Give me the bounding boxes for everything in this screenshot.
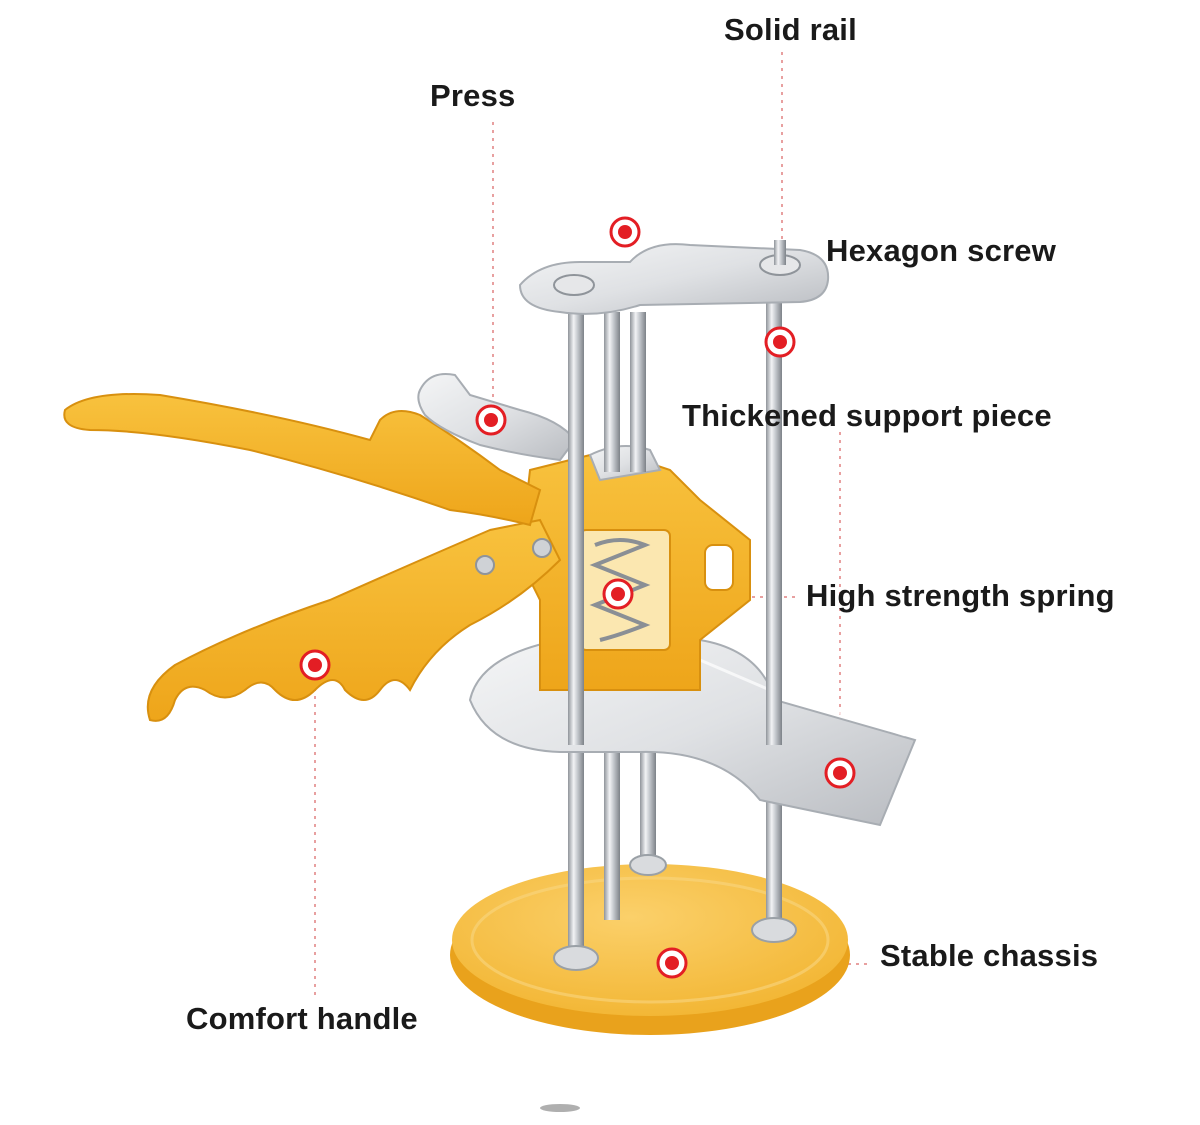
spring [589, 538, 651, 642]
label-thickened-support-piece: Thickened support piece [682, 398, 1052, 433]
upper-handle [63, 393, 542, 527]
marker-comfort-handle [299, 649, 331, 681]
label-solid-rail: Solid rail [724, 12, 857, 47]
label-high-strength-spring: High strength spring [806, 578, 1115, 613]
label-press: Press [430, 78, 516, 113]
upper-rods [568, 280, 782, 745]
marker-chassis [656, 947, 688, 979]
label-stable-chassis: Stable chassis [880, 938, 1099, 973]
top-plate [518, 240, 830, 315]
callout-markers [299, 216, 856, 979]
marker-support-piece [824, 757, 856, 789]
shadow-mark [540, 1104, 580, 1112]
marker-solid-rail [764, 326, 796, 358]
label-hexagon-screw: Hexagon screw [826, 233, 1057, 268]
label-comfort-handle: Comfort handle [186, 1001, 418, 1036]
marker-spring [602, 578, 634, 610]
marker-press [475, 404, 507, 436]
marker-press-top [609, 216, 641, 248]
comfort-handle [146, 518, 562, 722]
chassis-base [450, 864, 850, 1035]
